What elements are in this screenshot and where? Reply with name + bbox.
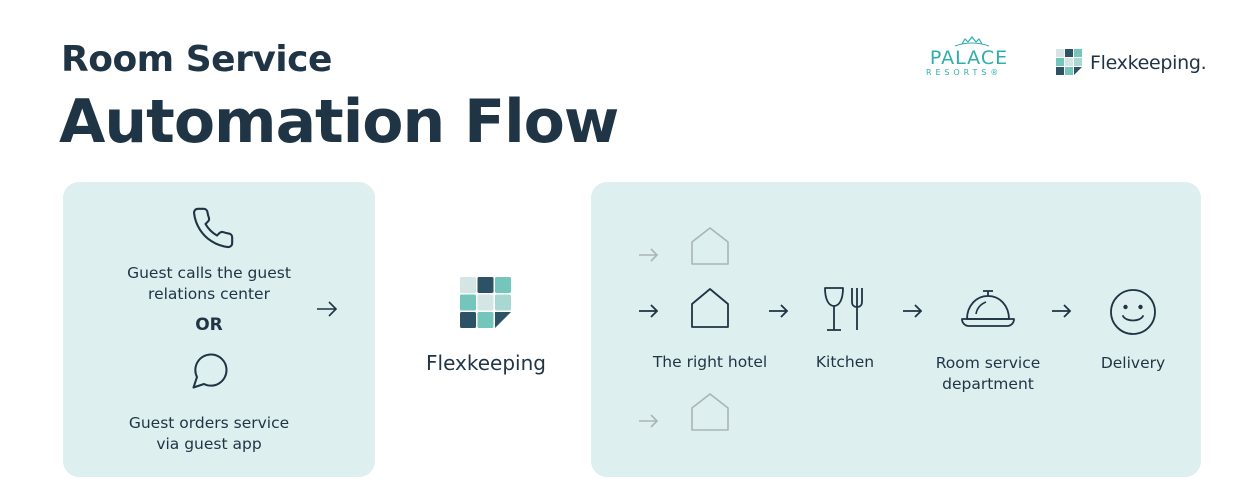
or-label: OR [195,315,223,335]
speech-bubble-icon [192,353,228,389]
call-text-line-1: Guest calls the guest [127,264,291,282]
house-icon-faded-bottom [691,393,729,431]
step-room-service-line-2: department [942,375,1034,393]
arrow-right-icon [1052,304,1072,318]
step-delivery-label: Delivery [1100,354,1166,372]
flexkeeping-grid-icon [1056,49,1082,75]
crown-icon [954,36,990,47]
fork-knife-icon [824,287,863,331]
flow-panel: The right hotel Kitchen Room service dep… [591,182,1201,477]
smiley-icon [1110,289,1156,335]
arrow-right-icon [903,304,923,318]
house-icon [691,288,729,328]
faded-arrow-bottom-icon [639,414,659,428]
step-room-service-line-1: Room service [935,354,1041,372]
step-hotel-label: The right hotel [652,353,768,371]
flexkeeping-hub-label: Flexkeeping [426,351,546,375]
faded-arrow-top-icon [639,248,659,262]
palace-resorts-logo: PALACE RESORTS® [924,36,1020,80]
title-line-2: Automation Flow [59,87,619,157]
step-kitchen-label: Kitchen [815,353,875,371]
phone-icon [193,207,234,249]
guest-input-panel: Guest calls the guest relations center O… [63,182,375,477]
app-text-line-1: Guest orders service [128,414,290,432]
resorts-word: RESORTS® [926,68,1003,77]
arrow-right-icon [317,301,338,317]
flexkeeping-hub-icon [460,277,511,328]
title-line-1: Room Service [61,39,332,80]
house-icon-faded-top [691,227,729,265]
service-bell-icon [961,290,1015,327]
flexkeeping-wordmark: Flexkeeping. [1090,52,1207,74]
palace-word: PALACE [929,47,1009,69]
call-text-line-2: relations center [148,285,270,303]
arrow-right-icon [769,304,789,318]
app-text-line-2: via guest app [156,435,262,453]
arrow-right-icon [639,304,659,318]
